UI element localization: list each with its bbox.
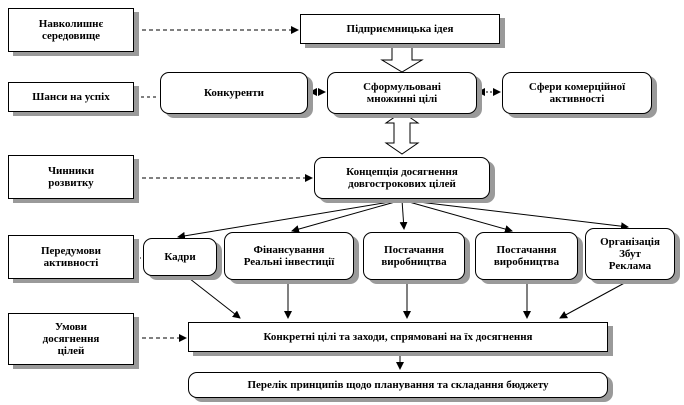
node-supply-2: Постачання виробництва [475,232,578,280]
label-factors: Чинники розвитку [8,155,134,199]
arrow-concept-org [401,199,629,231]
label-chances: Шанси на успіх [8,82,134,112]
label-prerequisites: Передумови активності [8,235,134,279]
node-business-idea: Підприємницька ідея [300,14,500,44]
node-commercial-spheres: Сфери комерційної активності [502,72,652,114]
arrow-concept-finance [291,199,403,233]
node-competitors: Конкуренти [160,72,308,114]
node-staff: Кадри [143,238,217,276]
node-principles-list: Перелік принципів щодо планування та скл… [188,372,608,398]
label-conditions: Умови досягнення цілей [8,313,134,365]
label-environment: Навколишнє середовище [8,8,134,52]
arrow-org-specific [559,279,631,319]
node-supply-1: Постачання виробництва [363,232,465,280]
block-arrow-double [384,111,420,155]
node-specific-goals: Конкретні цілі та заходи, спрямовані на … [188,322,608,352]
arrow-concept-supply1 [399,199,408,230]
arrow-concept-supply2 [401,199,513,233]
arrow-staff-specific [184,274,241,319]
node-financing: Фінансування Реальні інвестиції [224,232,354,280]
arrow-concept-staff [177,199,403,240]
node-organization: Організація Збут Реклама [585,228,675,280]
node-concept: Концепція досягнення довгострокових ціле… [314,157,490,199]
node-formulated-goals: Сформульовані множинні цілі [327,72,477,114]
block-arrow-down [380,45,424,73]
